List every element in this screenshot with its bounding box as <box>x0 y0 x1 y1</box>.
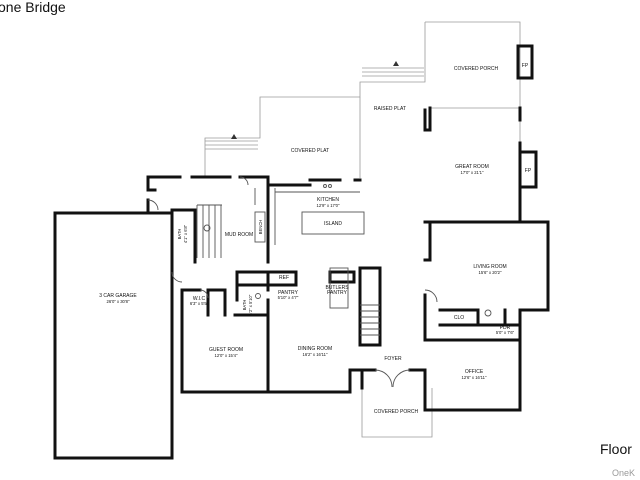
label-raised-plat: RAISED PLAT <box>374 106 406 112</box>
label-guest-room-dim: 12'0" x 15'4" <box>215 353 238 358</box>
step-arrows <box>231 61 399 139</box>
label-bath-lower-dim: 6'2" x 5'10" <box>248 294 253 315</box>
label-ref: REF <box>279 275 289 281</box>
watermark: OneK <box>612 468 635 478</box>
label-guest-room: GUEST ROOM <box>209 347 243 353</box>
label-butlers-pantry: PANTRY <box>327 290 347 296</box>
label-covered-plat: COVERED PLAT <box>291 148 329 154</box>
label-bath-lower: BATH <box>242 300 247 311</box>
label-wic: W.I.C <box>193 296 206 302</box>
label-fp-top: FP <box>522 63 529 69</box>
label-living-room-dim: 15'6" x 20'2" <box>479 270 502 275</box>
floor-label: Floor <box>600 441 632 457</box>
label-office-dim: 12'6" x 16'11" <box>462 375 487 380</box>
label-kitchen: KITCHEN <box>317 197 339 203</box>
label-mud-room: MUD ROOM <box>225 232 253 238</box>
label-office: OFFICE <box>465 369 484 375</box>
label-kitchen-dim: 12'9" x 17'0" <box>317 203 340 208</box>
label-pdr-dim: 5'0" x 7'6" <box>496 330 515 335</box>
label-great-room: GREAT ROOM <box>455 164 489 170</box>
label-dining-room-dim: 16'2" x 16'11" <box>303 352 328 357</box>
label-foyer: FOYER <box>384 356 402 362</box>
label-garage: 3 CAR GARAGE <box>99 293 137 299</box>
label-fp-right: FP <box>525 168 532 174</box>
label-butlers: BUTLERS <box>325 285 349 291</box>
room-labels: COVERED PORCH FP RAISED PLAT COVERED PLA… <box>99 63 532 415</box>
label-bath-upper: BATH <box>177 229 182 240</box>
label-island: ISLAND <box>324 221 342 227</box>
label-bench: BENCH <box>258 220 263 235</box>
outdoor-outlines <box>204 21 549 438</box>
thin-interior <box>147 176 492 388</box>
label-clo: CLO <box>454 315 464 321</box>
label-wic-dim: 6'3" x 5'5" <box>190 301 209 306</box>
label-pantry-dim: 5'10" x 4'7" <box>278 295 299 300</box>
label-covered-porch-bottom: COVERED PORCH <box>374 409 419 415</box>
label-great-room-dim: 17'0" x 21'1" <box>461 170 484 175</box>
label-dining-room: DINING ROOM <box>298 346 332 352</box>
walls <box>53 44 550 460</box>
label-living-room: LIVING ROOM <box>473 264 506 270</box>
label-covered-porch-top: COVERED PORCH <box>454 66 499 72</box>
label-pantry: PANTRY <box>278 290 298 296</box>
label-bath-upper-dim: 4'1" x 6'8" <box>183 224 188 243</box>
header-title-fragment: one Bridge <box>0 0 66 15</box>
label-garage-dim: 26'0" x 30'8" <box>107 299 130 304</box>
label-pdr: PDR <box>500 325 511 331</box>
